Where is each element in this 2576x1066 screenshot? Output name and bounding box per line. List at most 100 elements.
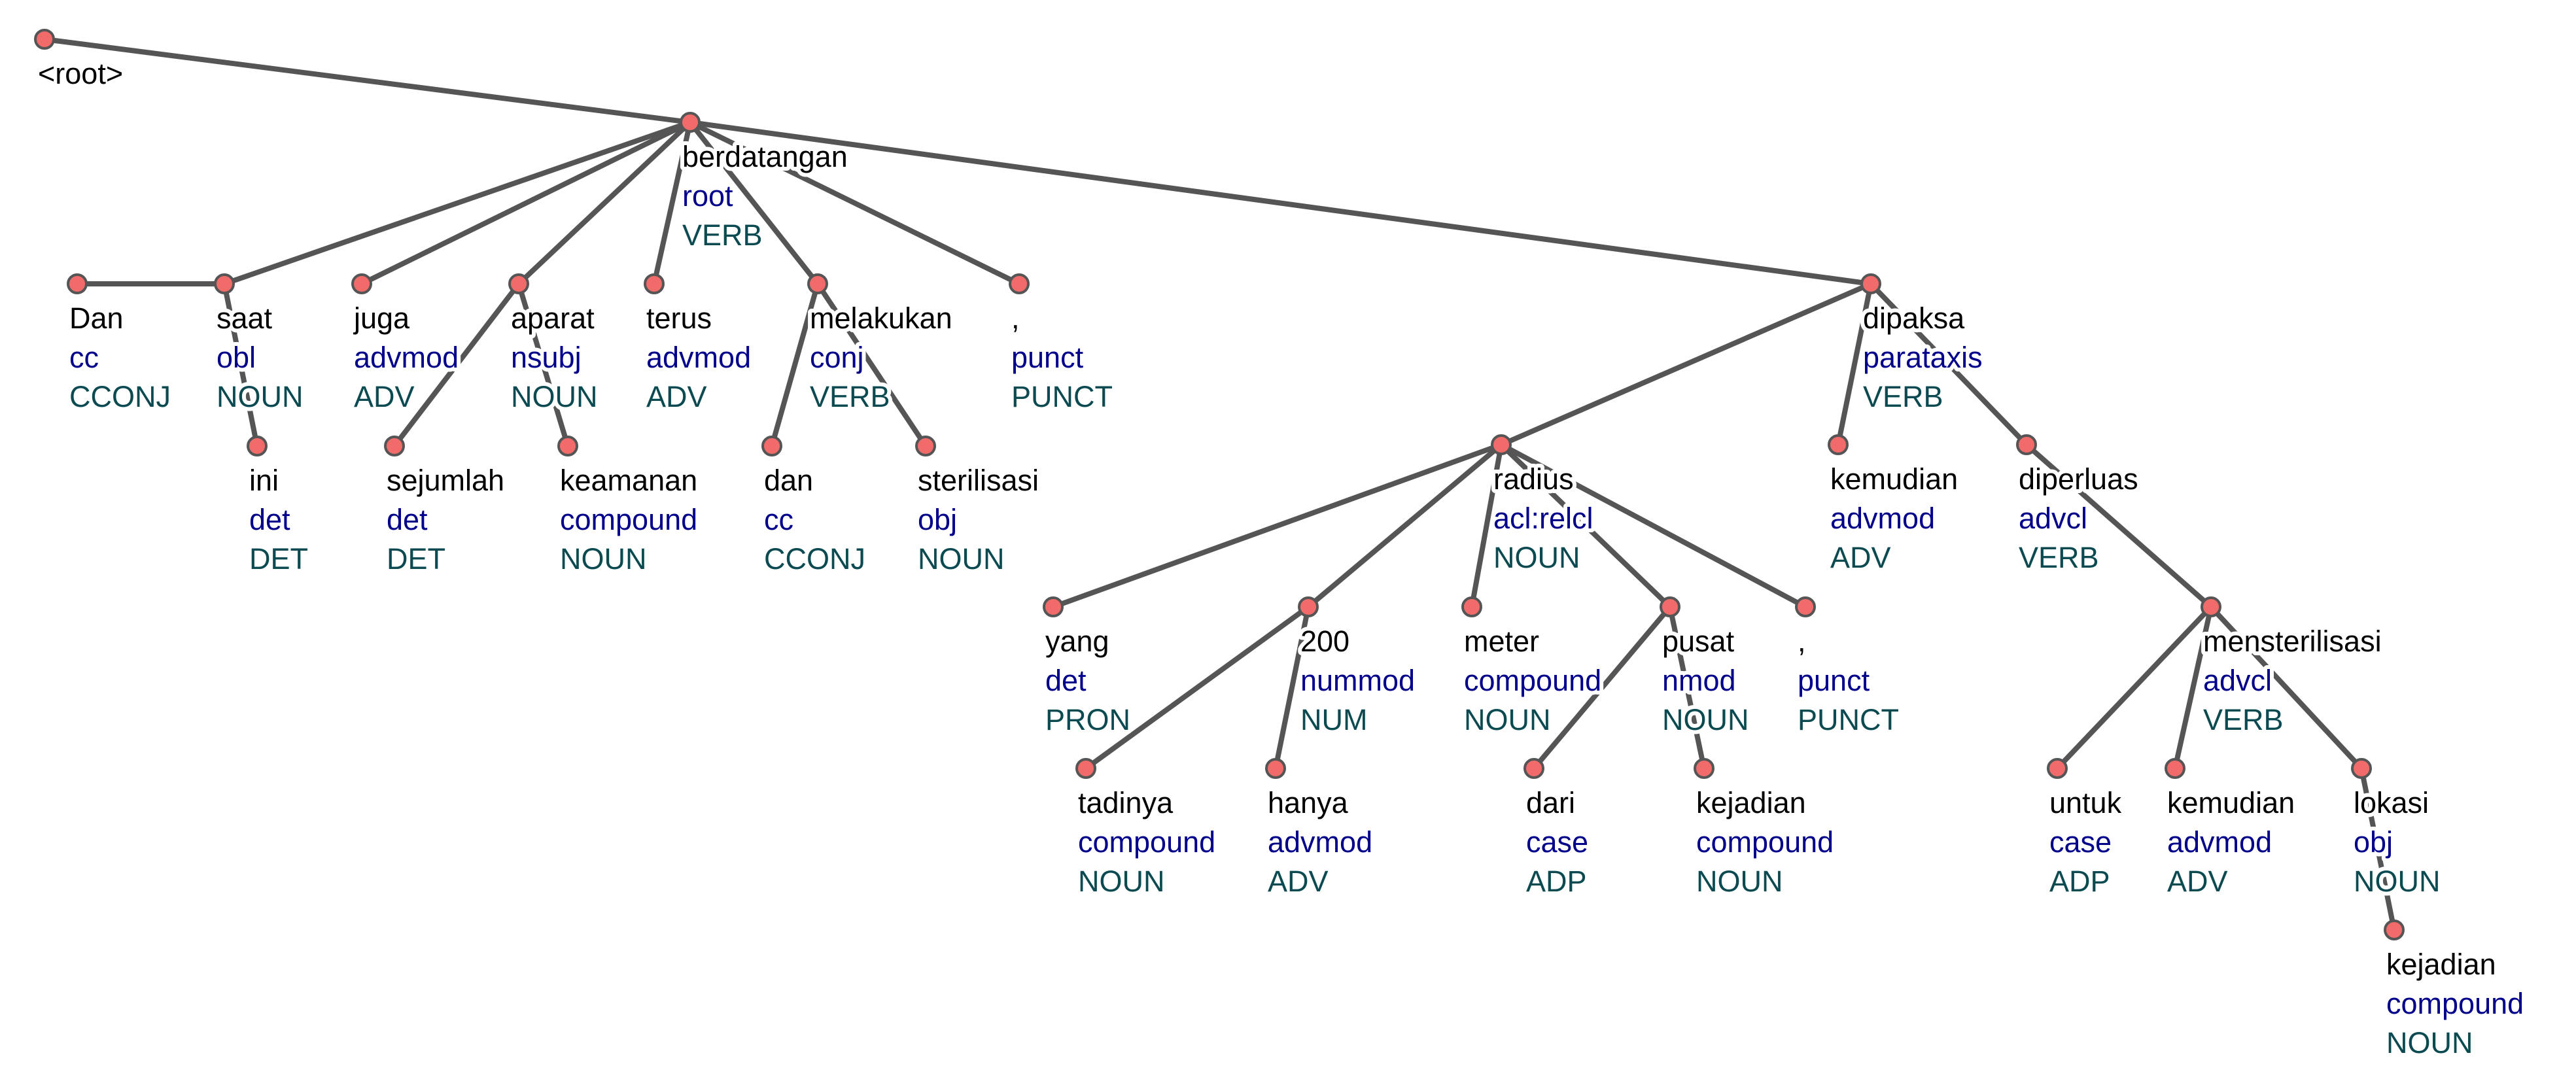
token-pos-29: VERB — [2203, 703, 2284, 736]
token-labels: <root> DanccCCONJsaatoblNOUNinidetDETjug… — [38, 57, 2528, 1063]
edge-6 — [516, 120, 693, 286]
edge-29 — [2024, 442, 2214, 610]
token-word-4: juga — [353, 301, 410, 335]
token-rel-21: nmod — [1662, 664, 1736, 697]
token-rel-7: compound — [560, 503, 697, 536]
token-word-1: Dan — [69, 301, 124, 335]
token-rel-22: compound — [1696, 825, 1834, 859]
token-node-12 — [915, 436, 936, 456]
dependency-edges — [42, 37, 2397, 933]
token-word-16: 200 — [1300, 625, 1349, 658]
token-pos-22: NOUN — [1696, 865, 1783, 898]
token-pos-17: NOUN — [1493, 541, 1580, 574]
token-node-27 — [2047, 758, 2068, 779]
token-pos-1: CCONJ — [69, 380, 171, 413]
token-word-15: tadinya — [1078, 786, 1174, 819]
token-rel-23: punct — [1798, 664, 1870, 697]
token-rel-24: parataxis — [1863, 341, 1983, 374]
token-node-4 — [351, 273, 372, 294]
token-rel-1: cc — [69, 341, 99, 374]
token-rel-11: conj — [810, 341, 864, 374]
token-pos-7: NOUN — [560, 542, 647, 576]
token-node-23 — [1795, 596, 1816, 617]
token-word-8: berdatangan — [682, 140, 848, 173]
token-pos-12: NOUN — [918, 542, 1005, 576]
token-node-2 — [214, 273, 235, 294]
token-word-21: pusat — [1662, 625, 1735, 658]
token-pos-4: ADV — [354, 380, 415, 413]
token-word-7: keamanan — [560, 464, 697, 497]
token-pos-5: DET — [387, 542, 445, 576]
token-pos-30: NOUN — [2354, 865, 2441, 898]
token-word-2: saat — [217, 301, 273, 335]
token-rel-20: case — [1526, 825, 1588, 859]
token-pos-27: ADP — [2049, 865, 2110, 898]
token-node-3 — [247, 436, 268, 456]
edge-7 — [516, 281, 570, 449]
edge-17 — [1499, 281, 1873, 447]
token-word-19: meter — [1464, 625, 1539, 658]
token-node-9 — [644, 273, 665, 294]
token-rel-15: compound — [1078, 825, 1215, 859]
root-node — [34, 29, 55, 50]
token-word-24: dipaksa — [1863, 301, 1965, 335]
token-word-13: , — [1011, 301, 1020, 335]
edge-14 — [1051, 442, 1504, 610]
token-node-16 — [1298, 596, 1319, 617]
edge-15 — [1083, 604, 1311, 771]
token-rel-13: punct — [1011, 341, 1084, 374]
token-node-1 — [67, 273, 88, 294]
token-rel-27: case — [2049, 825, 2112, 859]
token-rel-2: obl — [217, 341, 256, 374]
edge-22 — [1667, 604, 1707, 771]
edge-4 — [359, 120, 693, 286]
token-rel-19: compound — [1464, 664, 1601, 697]
edge-19 — [1469, 442, 1504, 610]
token-node-10 — [761, 436, 782, 456]
token-rel-4: advmod — [354, 341, 459, 374]
token-node-20 — [1523, 758, 1544, 779]
token-word-27: untuk — [2049, 786, 2122, 819]
token-rel-9: advmod — [646, 341, 751, 374]
token-word-20: dari — [1526, 786, 1575, 819]
token-pos-16: NUM — [1300, 703, 1367, 736]
token-rel-16: nummod — [1300, 664, 1415, 697]
token-word-22: kejadian — [1696, 786, 1806, 819]
token-rel-30: obj — [2354, 825, 2393, 859]
token-word-11: melakukan — [810, 301, 952, 335]
token-rel-8: root — [682, 179, 733, 213]
token-rel-31: compound — [2386, 987, 2524, 1020]
token-node-17 — [1491, 434, 1512, 455]
token-word-9: terus — [646, 301, 712, 335]
token-node-15 — [1075, 758, 1096, 779]
edge-20 — [1531, 604, 1673, 771]
token-rel-5: det — [387, 503, 428, 536]
token-node-8 — [680, 112, 701, 133]
token-pos-19: NOUN — [1464, 703, 1551, 736]
token-rel-10: cc — [764, 503, 793, 536]
token-pos-8: VERB — [682, 218, 763, 252]
token-pos-18: ADV — [1268, 865, 1329, 898]
edge-5 — [392, 281, 521, 449]
token-node-19 — [1461, 596, 1482, 617]
edge-21 — [1499, 442, 1673, 610]
edge-13 — [688, 120, 1022, 286]
edge-24 — [688, 120, 1873, 286]
token-rel-17: acl:relcl — [1493, 502, 1593, 535]
token-word-25: kemudian — [1830, 462, 1958, 496]
edge-31 — [2359, 766, 2397, 933]
token-rel-28: advmod — [2167, 825, 2272, 859]
edge-18 — [1273, 604, 1311, 771]
token-nodes — [34, 29, 2405, 940]
token-word-17: radius — [1493, 462, 1574, 496]
edge-23 — [1499, 442, 1808, 610]
token-rel-25: advmod — [1830, 502, 1935, 535]
token-pos-13: PUNCT — [1011, 380, 1113, 413]
token-node-22 — [1694, 758, 1714, 779]
token-rel-29: advcl — [2203, 664, 2272, 697]
token-pos-6: NOUN — [511, 380, 598, 413]
token-word-6: aparat — [511, 301, 595, 335]
token-node-6 — [508, 273, 529, 294]
token-node-24 — [1860, 273, 1881, 294]
token-node-14 — [1043, 596, 1064, 617]
